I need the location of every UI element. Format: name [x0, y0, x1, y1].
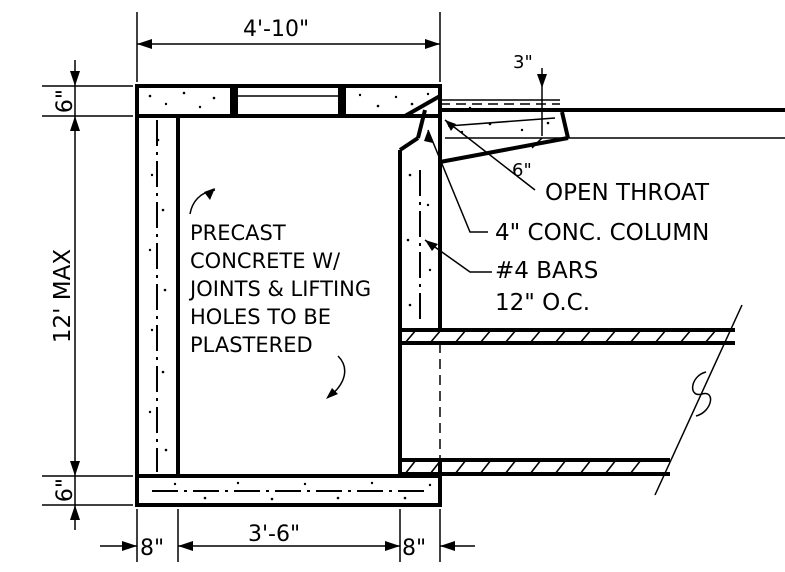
open-throat-label: OPEN THROAT [545, 180, 710, 206]
dim-top-width: 4'-10" [243, 17, 309, 42]
dim-inner-width: 3'-6" [248, 522, 300, 547]
dim-right-wall: 8" [402, 536, 426, 561]
right-wall [398, 116, 442, 476]
left-wall [135, 86, 180, 505]
concrete-stipple [148, 91, 550, 501]
conc-column-label: 4" CONC. COLUMN [495, 220, 709, 246]
dim-lip-width: 3" [513, 52, 533, 73]
bars-spacing-label: 12" O.C. [495, 290, 590, 316]
dimension-lines [42, 12, 547, 562]
dim-top-slab: 6" [53, 89, 78, 113]
dim-height: 12' MAX [50, 249, 76, 343]
top-slab [135, 84, 442, 118]
outlet-pipe [400, 304, 743, 496]
leaders [189, 119, 536, 399]
curb-and-throat [416, 99, 785, 175]
dim-bottom-slab: 6" [53, 478, 78, 502]
precast-note-line: PLASTERED [190, 333, 313, 357]
dim-left-wall: 8" [140, 536, 164, 561]
precast-note-line: CONCRETE W/ [190, 249, 341, 273]
precast-note-line: JOINTS & LIFTING [188, 277, 371, 301]
bottom-slab [135, 474, 442, 507]
dim-throat-drop: 6" [512, 160, 532, 181]
precast-note-line: PRECAST [190, 221, 286, 245]
precast-note-line: HOLES TO BE [190, 305, 331, 329]
bars-label: #4 BARS [495, 258, 598, 284]
precast-note: PRECAST CONCRETE W/ JOINTS & LIFTING HOL… [188, 221, 371, 357]
